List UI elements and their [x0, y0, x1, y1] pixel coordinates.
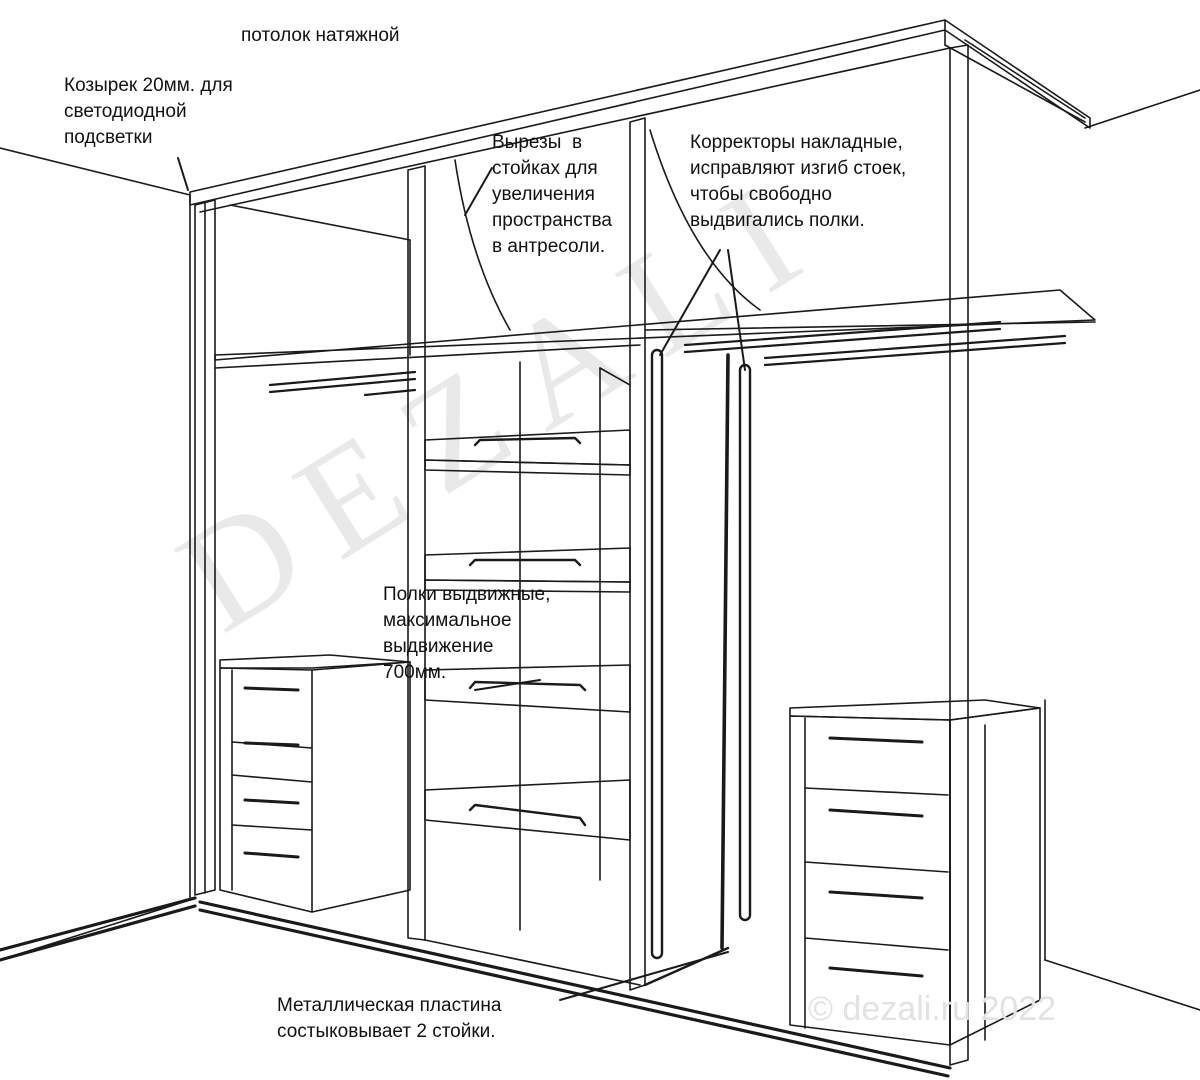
pullout-shelves	[424, 429, 631, 841]
right-drawer-unit	[789, 699, 1041, 1046]
middle-section	[424, 361, 641, 986]
label-plate: Металлическая пластина состыковывает 2 с…	[277, 995, 502, 1042]
label-correctors: Корректоры накладные, исправляют изгиб с…	[690, 132, 907, 231]
floor-rail	[0, 896, 952, 1078]
hanging-rails	[268, 320, 1067, 397]
label-cutouts: Вырезы в стойках для увеличения простран…	[492, 132, 612, 257]
label-ceiling: потолок натяжной	[241, 25, 400, 46]
label-visor: Козырек 20мм. для светодиодной подсветки	[64, 75, 233, 148]
label-shelves: Полки выдвижные, максимальное выдвижение…	[383, 584, 551, 683]
leader-lines	[177, 157, 746, 1001]
ceiling-visor	[189, 19, 1091, 213]
copyright-watermark: © dezali.ru 2022	[808, 990, 1057, 1028]
mezzanine-shelf	[214, 129, 1096, 369]
corrector-bars	[643, 348, 752, 987]
left-drawer-unit	[219, 654, 411, 913]
